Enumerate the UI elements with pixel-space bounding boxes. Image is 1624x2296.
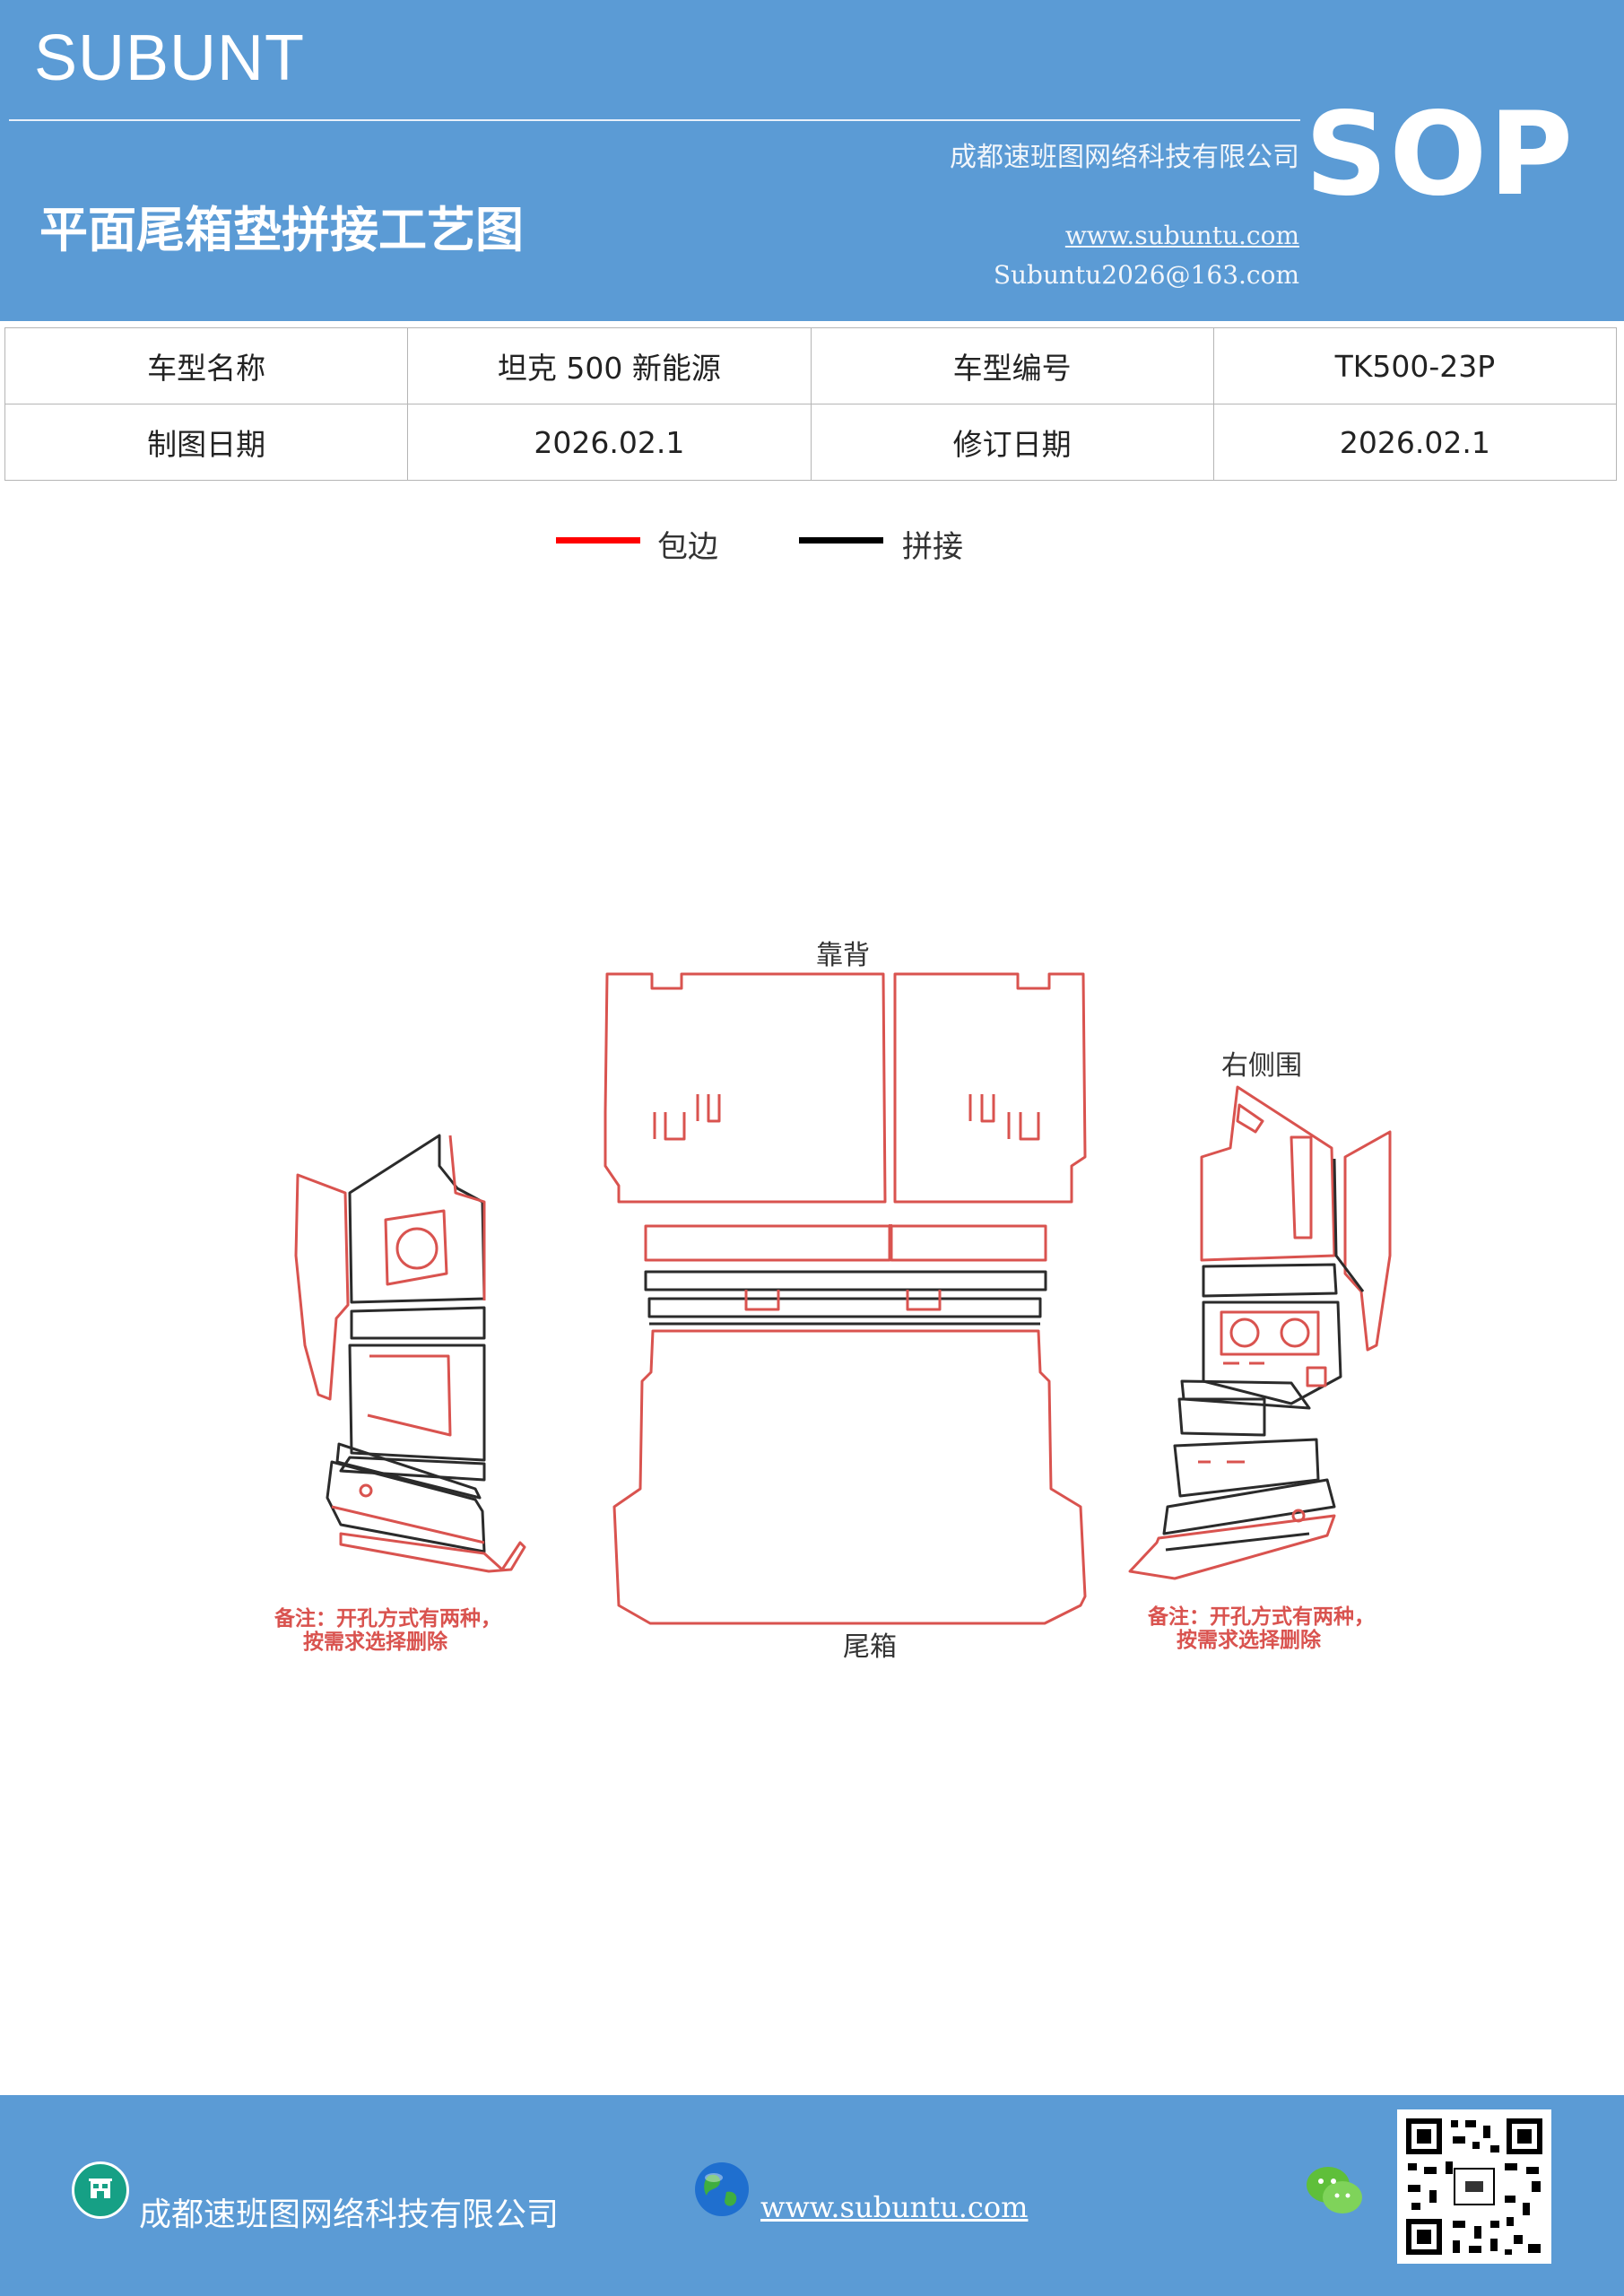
left-side-lower — [326, 1460, 486, 1553]
middle-strip-left — [644, 1224, 891, 1262]
edge-legend-label: 包边 — [657, 529, 718, 565]
middle-splice-strip — [644, 1270, 1047, 1292]
email-address: Subuntu2026@163.com — [993, 260, 1299, 290]
header-divider — [9, 119, 1300, 121]
left-side-outer — [294, 1173, 350, 1401]
middle-splice-strip-2 — [647, 1297, 1042, 1318]
trunk-label: 尾箱 — [843, 1631, 897, 1663]
model-name-label: 车型名称 — [4, 327, 409, 404]
drawing-date-value: 2026.02.1 — [407, 404, 812, 481]
left-vent-fan — [395, 1227, 439, 1270]
left-side-mid — [348, 1344, 486, 1462]
left-side-base — [339, 1532, 526, 1573]
model-code-label: 车型编号 — [810, 327, 1214, 404]
footer-company-name: 成都速班图网络科技有限公司 — [139, 2196, 560, 2233]
model-code-value: TK500-23P — [1212, 327, 1618, 404]
right-vent-fan-1 — [1229, 1318, 1260, 1348]
backrest-right-cutout — [968, 1094, 995, 1123]
backrest-left-panel — [604, 972, 887, 1204]
right-side-lower — [1173, 1438, 1320, 1498]
right-note: 备注：开孔方式有两种， 按需求选择删除 — [1148, 1605, 1375, 1652]
wechat-icon — [1307, 2167, 1362, 2213]
footer-website-link[interactable]: www.subuntu.com — [760, 2190, 1029, 2224]
drawing-date-label: 制图日期 — [4, 404, 409, 481]
revision-date-value: 2026.02.1 — [1212, 404, 1618, 481]
right-vent-fan-2 — [1280, 1318, 1310, 1348]
right-side-outer — [1343, 1130, 1392, 1352]
building-icon — [72, 2161, 129, 2219]
splice-legend-label: 拼接 — [902, 529, 963, 565]
middle-strip-right — [890, 1224, 1047, 1262]
revision-date-label: 修订日期 — [810, 404, 1214, 481]
info-table: 车型名称 坦克 500 新能源 车型编号 TK500-23P 制图日期 2026… — [4, 327, 1618, 481]
legend: 包边 拼接 — [0, 520, 1624, 574]
splice-legend-swatch — [799, 537, 883, 544]
edge-legend-swatch — [556, 537, 640, 544]
company-name: 成都速班图网络科技有限公司 — [950, 142, 1299, 173]
right-side-label: 右侧围 — [1221, 1050, 1302, 1082]
sop-badge: SOP — [1305, 88, 1575, 222]
model-name-value: 坦克 500 新能源 — [407, 327, 812, 404]
website-link[interactable]: www.subuntu.com — [1064, 221, 1299, 250]
brand-name: SUBUNT — [34, 22, 306, 94]
backrest-right-cutout-2 — [1007, 1112, 1040, 1141]
right-side-vent-panel — [1202, 1300, 1342, 1405]
table-row: 制图日期 2026.02.1 修订日期 2026.02.1 — [4, 404, 1618, 481]
trunk-panel — [612, 1329, 1087, 1625]
backrest-right-panel — [893, 972, 1087, 1204]
backrest-label: 靠背 — [816, 940, 870, 971]
mat-layout-diagram: 靠背 右侧围 尾箱 — [294, 940, 1392, 1663]
right-side-upper — [1200, 1085, 1336, 1262]
left-side-upper — [348, 1134, 486, 1304]
backrest-left-cutout — [653, 1112, 686, 1141]
backrest-left-cutout-2 — [696, 1094, 721, 1123]
document-title: 平面尾箱垫拼接工艺图 — [39, 202, 524, 258]
globe-icon — [695, 2162, 749, 2216]
table-row: 车型名称 坦克 500 新能源 车型编号 TK500-23P — [4, 327, 1618, 404]
right-side-base — [1128, 1514, 1336, 1580]
left-note: 备注：开孔方式有两种， 按需求选择删除 — [274, 1607, 501, 1654]
left-side-vent — [384, 1209, 448, 1286]
qr-code-image — [1397, 2109, 1551, 2264]
header-banner — [0, 0, 1624, 321]
